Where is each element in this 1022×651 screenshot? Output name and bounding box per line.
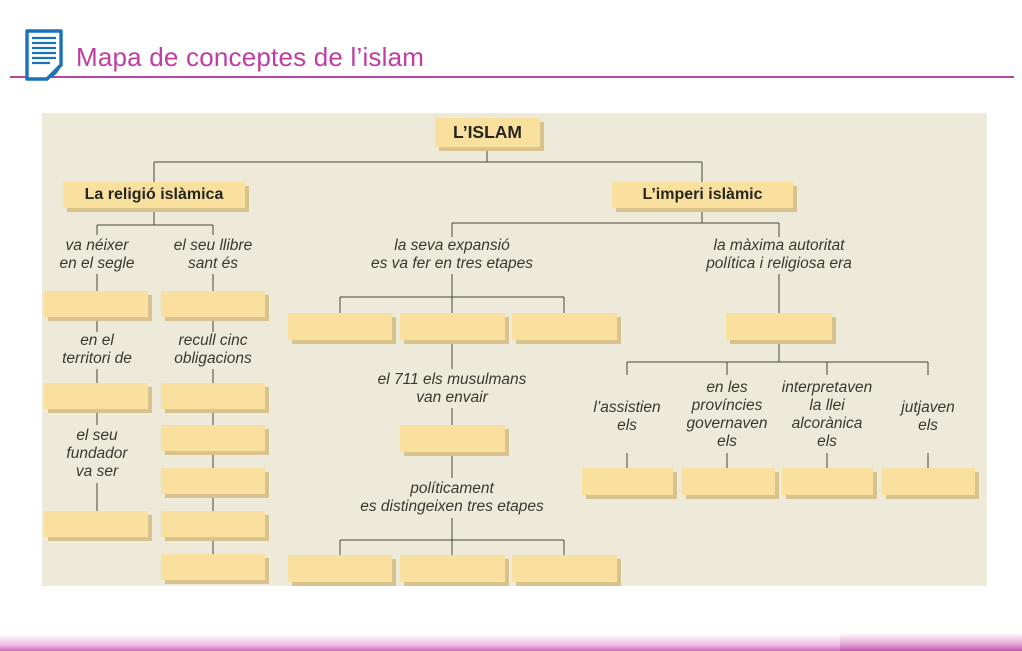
label-assistien: l’assistien els <box>593 399 661 434</box>
bottom-gradient-strip-right <box>840 627 1022 651</box>
node-imperi: L’imperi islàmic <box>612 182 793 208</box>
blank-box-etapa-3 <box>512 313 617 340</box>
concept-map-panel: L’ISLAM La religió islàmica L’imperi isl… <box>42 113 987 586</box>
blank-box-obligacio-1 <box>161 383 265 409</box>
label-politicament: políticament es distingeixen tres etapes <box>360 480 544 515</box>
blank-box-llibre <box>161 291 265 317</box>
blank-box-envair <box>400 425 505 452</box>
blank-box-segle <box>44 291 148 317</box>
blank-box-jutjaven <box>882 468 975 495</box>
label-provincies: en les províncies governaven els <box>686 379 768 450</box>
blank-box-obligacio-2 <box>161 425 265 451</box>
label-711: el 711 els musulmans van envair <box>377 371 527 406</box>
label-maxima-autoritat: la màxima autoritat política i religiosa… <box>706 237 852 272</box>
label-llei-alcoranica: interpretaven la llei alcorànica els <box>781 379 873 450</box>
blank-box-obligacio-3 <box>161 468 265 494</box>
connector-lines <box>96 147 929 555</box>
blank-box-territori <box>44 383 148 409</box>
label-jutjaven: jutjaven els <box>901 399 955 434</box>
label-fundador: el seu fundador va ser <box>66 427 128 480</box>
node-religio: La religió islàmica <box>63 182 245 208</box>
header-divider <box>10 76 1014 78</box>
label-va-neixer: va néixer en el segle <box>59 237 135 272</box>
blank-box-obligacio-5 <box>161 554 265 580</box>
label-territori: en el territori de <box>62 332 132 367</box>
blank-box-etapa-1 <box>288 313 392 340</box>
blank-box-etapa-politica-3 <box>512 555 617 582</box>
label-llibre-sant: el seu llibre sant és <box>173 237 253 272</box>
node-imperi-label: L’imperi islàmic <box>642 186 763 203</box>
blank-box-assistien <box>582 468 673 495</box>
node-islam-label: L’ISLAM <box>452 122 523 142</box>
label-obligacions: recull cinc obligacions <box>174 332 252 367</box>
node-religio-label: La religió islàmica <box>84 186 224 203</box>
blank-box-obligacio-4 <box>161 511 265 537</box>
page-title: Mapa de conceptes de l’islam <box>76 42 425 72</box>
blank-box-fundador <box>44 511 148 537</box>
node-islam: L’ISLAM <box>435 118 540 147</box>
blank-box-provincies <box>682 468 775 495</box>
blank-box-etapa-politica-1 <box>288 555 392 582</box>
blank-box-etapa-2 <box>400 313 505 340</box>
blank-box-llei <box>782 468 873 495</box>
document-icon <box>25 29 63 81</box>
blank-box-etapa-politica-2 <box>400 555 505 582</box>
blank-box-autoritat <box>726 313 832 340</box>
label-expansio: la seva expansió es va fer en tres etape… <box>371 237 533 272</box>
